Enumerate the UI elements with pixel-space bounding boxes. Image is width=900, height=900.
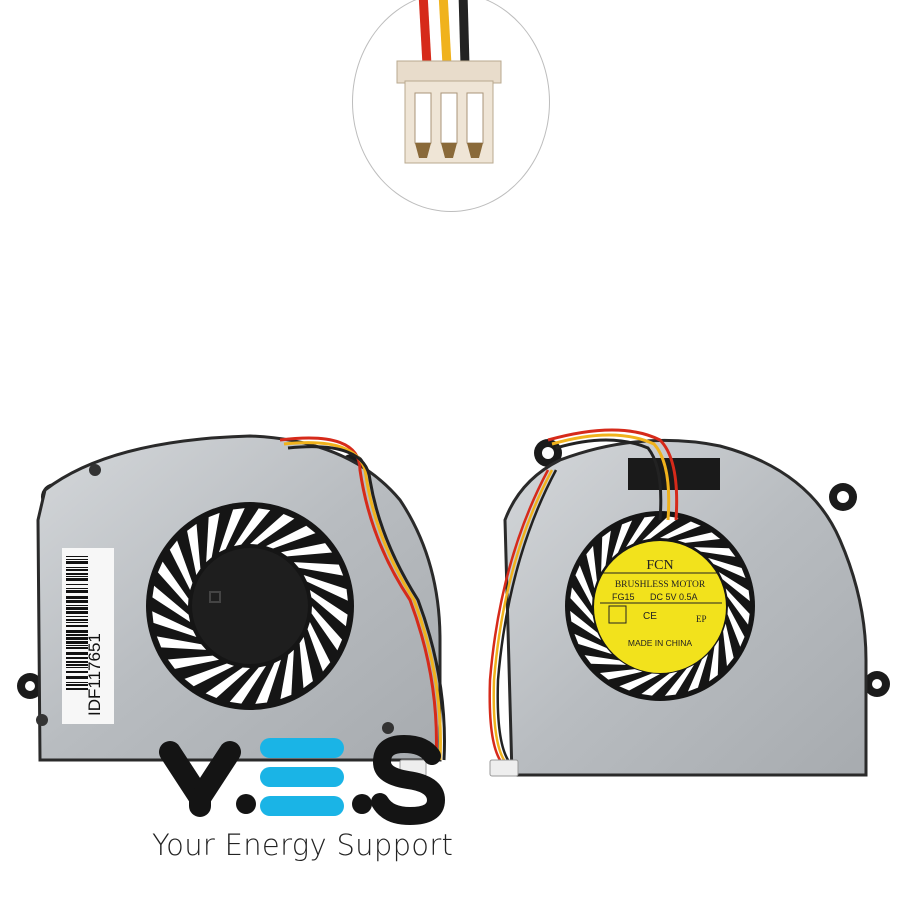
barcode-bar xyxy=(66,590,88,593)
barcode-bar xyxy=(66,556,88,557)
barcode-bar xyxy=(66,611,88,614)
fan-back-view: FCN BRUSHLESS MOTOR FG15 DC 5V 0.5A CE E… xyxy=(490,430,890,776)
barcode-bar xyxy=(66,588,88,589)
barcode-bar xyxy=(66,573,88,575)
barcode-number: IDF117651 xyxy=(85,633,104,716)
barcode-bar xyxy=(66,584,88,585)
barcode-bar xyxy=(66,622,88,623)
barcode-bar xyxy=(66,596,88,599)
logo-tagline: Your Energy Support xyxy=(152,828,453,862)
barcode-bar xyxy=(66,561,88,564)
barcode-bar xyxy=(66,619,88,621)
barcode-sticker: IDF117651 xyxy=(62,548,114,724)
barcode-bar xyxy=(66,616,88,617)
fan-front-view: IDF117651 xyxy=(17,436,444,776)
barcode-bar xyxy=(66,567,88,568)
barcode-bar xyxy=(66,607,88,610)
label-rating: DC 5V 0.5A xyxy=(650,592,698,602)
label-ce-mark: CE xyxy=(643,611,657,622)
label-brand: FCN xyxy=(646,558,673,573)
label-type: BRUSHLESS MOTOR xyxy=(615,580,706,590)
barcode-bar xyxy=(66,559,88,560)
connector-closeup xyxy=(352,0,550,212)
barcode-bar xyxy=(66,625,88,627)
label-code: EP xyxy=(696,614,707,624)
barcode-bar xyxy=(66,569,88,571)
barcode-bar xyxy=(66,600,88,603)
label-model: FG15 xyxy=(612,592,635,602)
label-origin: MADE IN CHINA xyxy=(628,638,693,648)
barcode-bar xyxy=(66,630,88,633)
barcode-bar xyxy=(66,576,88,577)
barcode-bar xyxy=(66,605,88,606)
barcode-bar xyxy=(66,578,88,581)
